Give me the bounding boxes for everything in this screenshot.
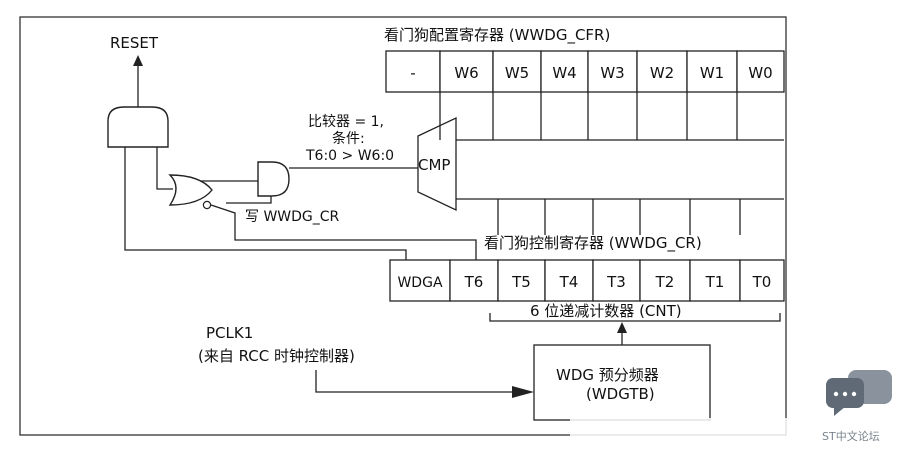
- watermark-fade: [570, 418, 810, 448]
- cfr-bit-label: W3: [600, 64, 624, 82]
- cr-bit-label: T4: [559, 273, 579, 291]
- pclk-arrowhead: [512, 386, 534, 398]
- cr-bit-label: T3: [606, 273, 626, 291]
- cr-bit-label: T5: [511, 273, 531, 291]
- cfr-bit-label: W6: [454, 64, 478, 82]
- cfr-title: 看门狗配置寄存器 (WWDG_CFR): [384, 26, 610, 45]
- cfr-bit-label: W4: [552, 64, 576, 82]
- chat-bubble-icon: [826, 370, 892, 416]
- counter-bracket: [489, 313, 781, 322]
- write-cr-label: 写 WWDG_CR: [245, 209, 340, 225]
- write-cr-wire: [226, 196, 272, 204]
- cfr-bit-label: -: [410, 64, 415, 82]
- comparator-line3: T6:0 > W6:0: [305, 148, 394, 164]
- cr-bit-label: T0: [752, 273, 772, 291]
- cr-bit-cell: [689, 259, 741, 302]
- cr-bit-label: T1: [705, 273, 725, 291]
- compare-and-gate: [257, 161, 290, 197]
- reset-arrowhead: [133, 55, 143, 66]
- comparator-line1: 比较器 = 1,: [308, 114, 384, 130]
- comparator-line2: 条件:: [332, 130, 365, 147]
- cfr-bit-cell: [439, 50, 494, 93]
- comparator-block-label: CMP: [418, 156, 450, 174]
- cr-bit-cell: [544, 259, 594, 302]
- prescaler-line1: WDG 预分频器: [556, 366, 659, 384]
- cr-bit-cell: [739, 259, 785, 302]
- comparator-block: [417, 116, 457, 212]
- cr-bit-label: WDGA: [397, 275, 442, 291]
- cr-bit-cell: [592, 259, 641, 302]
- prescaler-box: [533, 344, 711, 421]
- cfr-bit-cell: [492, 50, 542, 93]
- pclk-line2: (来自 RCC 时钟控制器): [198, 347, 355, 365]
- cr-register: WDGA T6 T5 T4 T3 T2 T1 T0: [389, 199, 785, 302]
- cfr-bit-label: W0: [748, 64, 772, 82]
- cfr-register: - W6 W5 W4 W3 W2 W1 W0: [385, 50, 785, 140]
- or-inversion-bubble: [202, 200, 212, 210]
- cr-bit-cell: [449, 259, 499, 302]
- t6-feedback-wire: [210, 204, 477, 260]
- cr-bit-label: T6: [464, 273, 484, 291]
- or-to-and-wire: [156, 147, 173, 190]
- reset-label: RESET: [110, 34, 159, 52]
- watermark-text: ST中文论坛: [822, 429, 880, 443]
- cfr-bit-label: W1: [700, 64, 724, 82]
- cfr-bit-cell: [587, 50, 638, 93]
- pclk-wire: [315, 370, 520, 393]
- pclk-line1: PCLK1: [206, 324, 253, 342]
- prescaler-arrowhead: [617, 322, 627, 333]
- or-gate: [168, 174, 213, 206]
- cr-bit-cell: [639, 259, 691, 302]
- cfr-bit-cell: [736, 50, 785, 93]
- prescaler-line2: (WDGTB): [586, 385, 655, 403]
- wdga-wire: [124, 147, 407, 260]
- cr-title: 看门狗控制寄存器 (WWDG_CR): [484, 234, 702, 253]
- cfr-bit-label: W5: [505, 64, 529, 82]
- cfr-bit-cell: [636, 50, 688, 93]
- counter-label: 6 位递减计数器 (CNT): [530, 302, 682, 320]
- diagram-frame: [19, 16, 787, 436]
- cfr-bit-label: W2: [650, 64, 674, 82]
- reset-and-gate: [107, 106, 169, 148]
- cr-bit-label: T2: [655, 273, 675, 291]
- cfr-bit-cell: [540, 50, 589, 93]
- cr-bit-cell: [389, 259, 451, 302]
